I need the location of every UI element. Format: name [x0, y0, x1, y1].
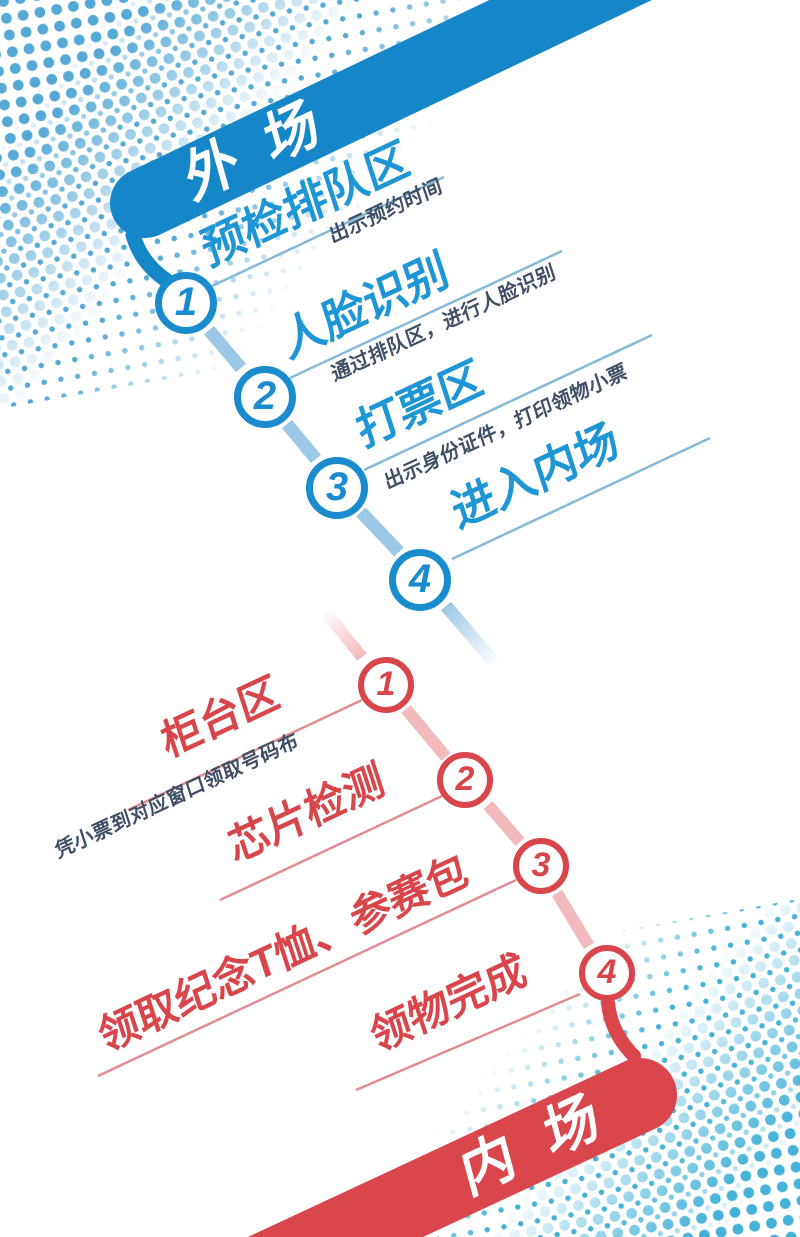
inner-step-1-badge: 1 — [358, 657, 414, 713]
inner-step-2-badge: 2 — [437, 752, 493, 808]
outer-step-3-number: 3 — [325, 465, 349, 509]
outer-step-4-badge: 4 — [389, 549, 451, 611]
inner-step-2-number: 2 — [455, 760, 475, 798]
outer-ribbon-tail — [125, 227, 174, 288]
inner-ribbon-tail — [601, 996, 641, 1063]
outer-step-3-badge: 3 — [306, 457, 368, 519]
outer-step-2-number: 2 — [253, 374, 277, 418]
inner-step-3-number: 3 — [531, 846, 551, 884]
inner-step-4-number: 4 — [597, 953, 617, 991]
inner-step-1-number: 1 — [376, 665, 396, 703]
outer-step-2-badge: 2 — [234, 366, 296, 428]
outer-step-4-number: 4 — [408, 557, 432, 601]
outer-step-1-badge: 1 — [155, 272, 217, 334]
inner-step-4-badge: 4 — [579, 945, 635, 1001]
inner-step-3-badge: 3 — [513, 838, 569, 894]
outer-step-1-number: 1 — [174, 280, 198, 324]
